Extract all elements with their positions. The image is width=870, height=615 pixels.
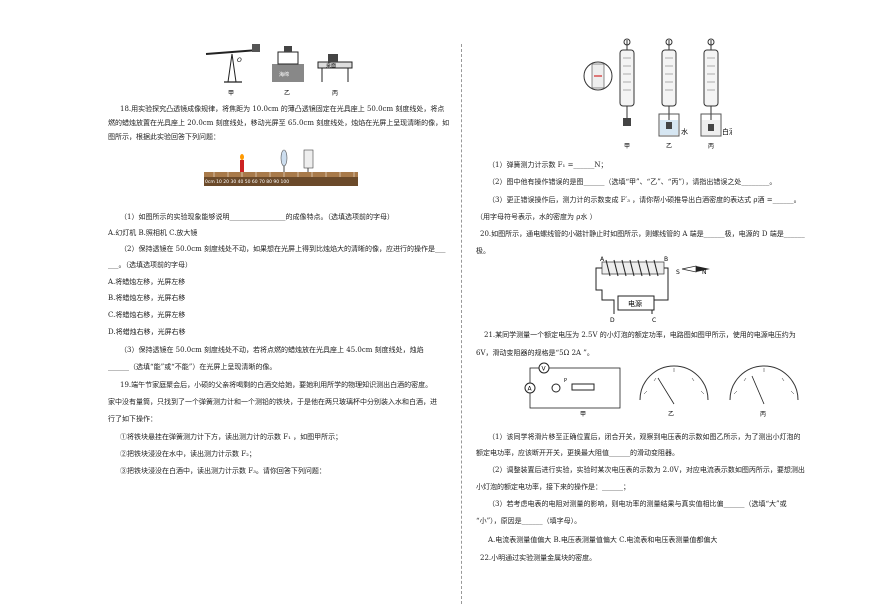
solenoid-figure: 电源 A B S N D C	[595, 256, 710, 324]
q21-sub2-a: （2）调整装置后进行实验，实验时某次电压表的示数为 2.0V，对应电流表示数如图…	[488, 466, 805, 474]
q18-intro-1: 18.用实验探究凸透镜成像规律，将焦距为 10.0cm 的薄凸透镜固定在光具座上…	[120, 105, 445, 113]
q21-sub3-a: （3）若考虑电表的电阻对测量的影响，则电功率的测量结果与真实值相比偏______…	[488, 500, 787, 508]
q19-line-1: 19.端午节家庭聚会后，小硕的父亲将喝剩的白酒交给她，要她利用所学的物理知识测出…	[120, 381, 433, 389]
top-figure: O 海绵 桌面 甲 乙 丙	[205, 44, 353, 97]
q18-sub2-option-d: D.将蜡烛右移，光屏右移	[108, 328, 186, 336]
svg-text:乙: 乙	[666, 143, 672, 150]
optical-bench-figure: 0cm 10 20 30 40 50 60 70 80 90 100	[204, 149, 358, 186]
water-label: 水	[681, 127, 688, 136]
svg-text:丙: 丙	[708, 143, 714, 150]
q19-line-3: 行了如下操作：	[108, 415, 157, 423]
q19-sub1: （1）弹簧测力计示数 F₁ =______N；	[488, 161, 608, 169]
svg-text:V: V	[542, 366, 547, 373]
svg-text:甲: 甲	[228, 90, 234, 97]
q18-intro-2: 燃的蜡烛放置在光具座上 20.0cm 刻度线处，移动光屏至 65.0cm 刻度线…	[108, 119, 450, 127]
svg-text:B: B	[664, 256, 668, 263]
svg-text:C: C	[652, 317, 656, 324]
q20-line-2: 极。	[476, 247, 490, 255]
column-divider	[461, 44, 462, 604]
spring-scale-figure: 水 白酒 甲 乙 丙	[583, 38, 732, 150]
q21-sub3-b: “小”），原因是______（填字母）。	[476, 517, 582, 525]
q19-sub3-note: （用字母符号表示，水的密度为 ρ水 ）	[476, 213, 597, 221]
svg-text:D: D	[610, 317, 615, 324]
q19-sub2: （2）图中他有操作错误的是图______（选填“甲”、“乙”、“丙”），请指出错…	[488, 178, 777, 186]
sponge-label: 海绵	[279, 71, 289, 78]
q19-step-1: ①将铁块悬挂在弹簧测力计下方，读出测力计的示数 F₁ ，如图甲所示；	[120, 433, 343, 441]
q19-line-2: 家中没有量筒，只找到了一个弹簧测力计和一个测铅的铁块，于是他在两只玻璃杯中分别装…	[108, 398, 437, 406]
q18-sub2-option-c: C.将蜡烛右移，光屏左移	[108, 311, 186, 319]
svg-text:A: A	[528, 386, 533, 393]
q19-sub3: （3）更正错误操作后，测力计的示数变成 F′₃ ，请你帮小硕推导出白酒密度的表达…	[488, 196, 801, 204]
q20-line-1: 20.如图所示，通电螺线管的小磁针静止时如图所示，则螺线管的 A 端是_____…	[480, 230, 805, 238]
q21-options: A.电流表测量值偏大 B.电压表测量值偏大 C.电流表和电压表测量值都偏大	[488, 536, 718, 544]
q19-step-3: ③把铁块浸没在白酒中，读出测力计示数 F₃。请你回答下列问题：	[120, 467, 326, 475]
q18-sub2-option-b: B.将蜡烛左移，光屏右移	[108, 294, 186, 302]
q21-sub2-b: 小灯泡的额定电功率，接下来的操作是：______；	[476, 483, 630, 491]
svg-text:甲: 甲	[580, 411, 586, 418]
q18-intro-3: 图所示，根据此实验回答下列问题：	[108, 133, 220, 141]
right-column: 水 白酒 甲 乙 丙 （1）弹簧测力计示数 F₁ =______N； （2）图中…	[470, 0, 830, 615]
q18-sub2-b: ___。（选填选项前的字母）	[108, 261, 192, 269]
q21-line-1: 21.某同学测量一个额定电压为 2.5V 的小灯泡的额定功率，电路图如图甲所示，…	[484, 331, 796, 339]
svg-text:丙: 丙	[332, 90, 338, 97]
svg-text:丙: 丙	[760, 411, 766, 418]
q19-step-2: ②把铁块浸没在水中，读出测力计示数 F₂；	[120, 450, 256, 458]
svg-text:乙: 乙	[668, 411, 674, 418]
q18-sub2-option-a: A.将蜡烛左移，光屏左移	[108, 278, 186, 286]
svg-text:甲: 甲	[624, 143, 630, 150]
ruler-scale: 0cm 10 20 30 40 50 60 70 80 90 100	[205, 179, 289, 185]
q21-sub1-a: （1）该同学将滑片移至正确位置后，闭合开关，观察到电压表的示数如图乙所示，为了测…	[488, 433, 801, 441]
circuit-meters-figure: V A P 甲 乙 丙	[524, 362, 799, 418]
svg-text:N: N	[702, 269, 707, 276]
left-column: O 海绵 桌面 甲 乙 丙 18.用实验探究凸透镜成像规律，将焦距为 10.0c…	[104, 0, 456, 615]
q21-line-2: 6V，滑动变阻器的规格是“5Ω 2A ”。	[476, 349, 594, 357]
svg-text:S: S	[676, 269, 680, 276]
svg-text:电源: 电源	[628, 299, 642, 308]
svg-text:乙: 乙	[284, 90, 290, 97]
q22-line: 22.小明通过实验测量金属块的密度。	[480, 554, 597, 562]
svg-text:A: A	[600, 256, 605, 263]
q21-sub1-b: 额定电功率，应该断开开关，更换最大阻值______的滑动变阻器。	[476, 449, 679, 457]
q18-sub3-b: ______（选填“能”或“不能”）在光屏上呈现清晰的像。	[108, 363, 277, 371]
desk-label: 桌面	[326, 62, 336, 69]
q18-sub2-a: （2）保持透镜在 50.0cm 刻度线处不动，如果想在光屏上得到比烛焰大的清晰的…	[120, 245, 446, 253]
svg-text:P: P	[564, 378, 567, 384]
q18-sub3-a: （3）保持透镜在 50.0cm 刻度线处不动，若将点燃的蜡烛放在光具座上 45.…	[120, 346, 424, 354]
q18-sub1: （1）如图所示的实验现象能够说明________________的成像特点。（选…	[120, 213, 394, 221]
liquor-label: 白酒	[722, 127, 732, 136]
q18-sub1-options: A.幻灯机 B.照相机 C.放大镜	[108, 229, 198, 237]
svg-text:O: O	[237, 57, 242, 64]
